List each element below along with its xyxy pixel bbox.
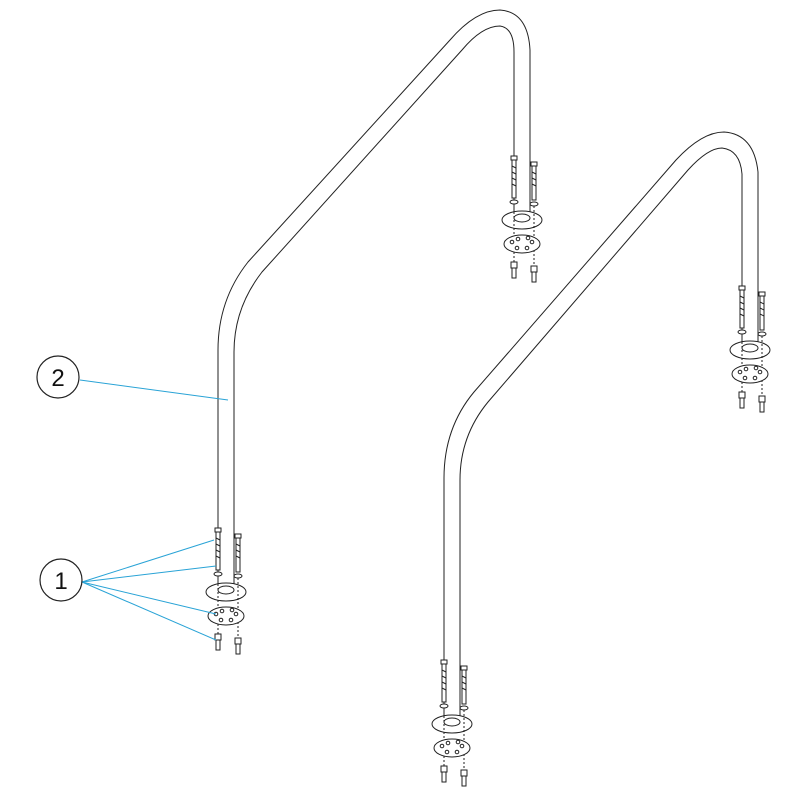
handrail-right — [443, 131, 759, 718]
callout-2-label: 2 — [51, 365, 64, 392]
mounting-hardware-top — [501, 155, 543, 283]
handrail-left — [217, 9, 531, 590]
mounting-hardware-left — [205, 527, 247, 655]
mounting-hardware-bottom — [431, 659, 473, 787]
callout-2: 2 — [36, 355, 80, 399]
mounting-hardware-right — [729, 285, 771, 413]
callout-1: 1 — [39, 558, 83, 602]
callout-1-label: 1 — [54, 568, 67, 595]
callout-1-leaders — [81, 539, 217, 641]
callout-2-leader — [79, 379, 229, 401]
